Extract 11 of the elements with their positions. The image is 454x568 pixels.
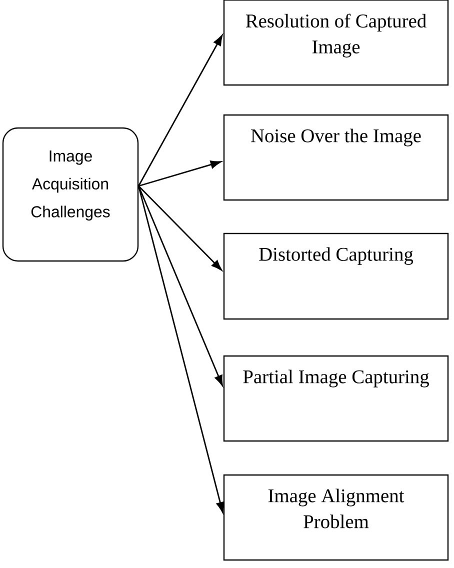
- text-box: Image Alignment Problem: [223, 474, 449, 561]
- arrow: [138, 186, 224, 513]
- rounded-box: Image Acquisition Challenges: [2, 127, 139, 262]
- arrow: [138, 186, 222, 270]
- text-box: Distorted Capturing: [223, 232, 449, 320]
- arrow: [138, 160, 222, 187]
- text-box: Resolution of Captured Image: [223, 0, 449, 86]
- text-box: Partial Image Capturing: [223, 355, 449, 442]
- arrow: [138, 35, 223, 186]
- arrow: [138, 186, 223, 386]
- text-box: Noise Over the Image: [223, 114, 449, 201]
